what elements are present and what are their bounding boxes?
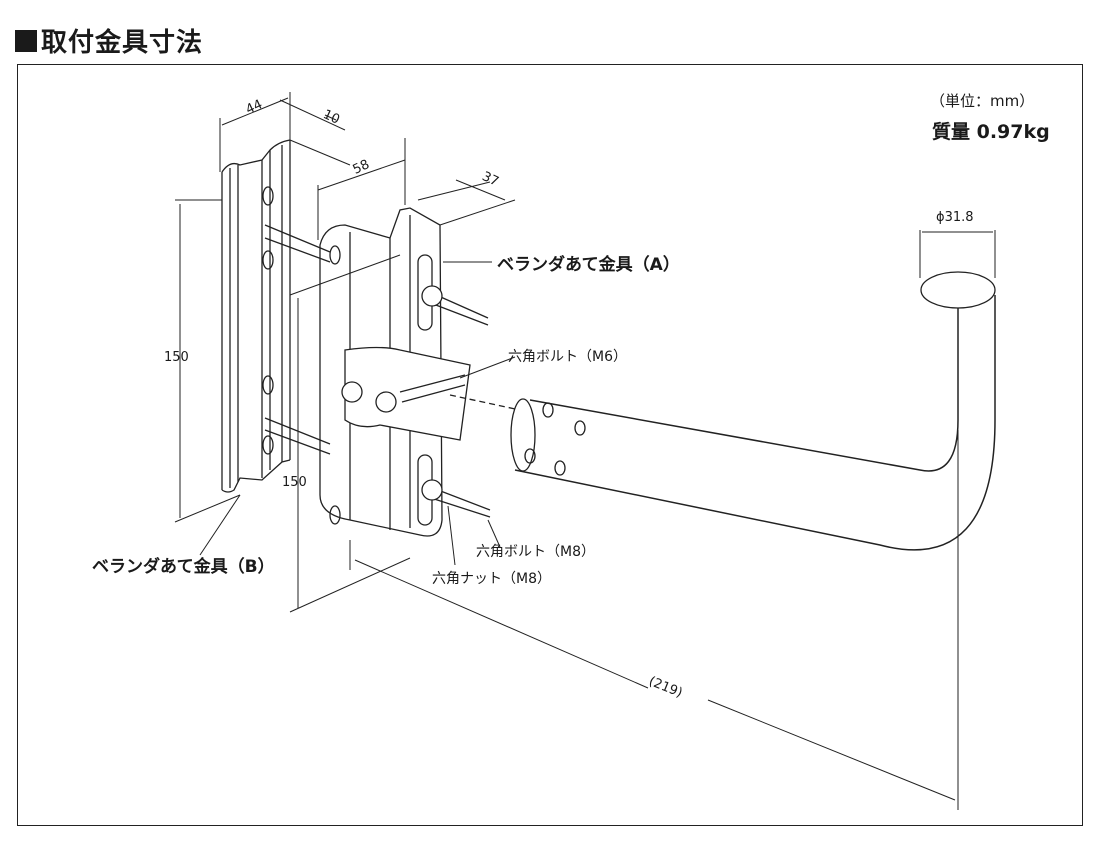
dim-height-a: 150 <box>282 475 307 490</box>
bracket-b <box>221 139 291 493</box>
dimension-lines <box>174 92 996 810</box>
leader-lines <box>199 261 516 566</box>
label-nut-m8: 六角ナット（M8） <box>432 571 551 587</box>
label-bolt-m6: 六角ボルト（M6） <box>508 349 627 365</box>
label-bolt-m8: 六角ボルト（M8） <box>476 544 595 560</box>
mass-label: 質量 0.97kg <box>932 121 1050 143</box>
label-bracket-a: ベランダあて金具（A） <box>497 255 680 275</box>
pipe-clamp <box>341 346 521 441</box>
mounting-pipe <box>510 271 996 551</box>
bolts <box>421 285 491 518</box>
section-title: 取付金具寸法 <box>15 22 203 59</box>
black-square-icon <box>15 29 37 52</box>
drawing-frame <box>17 64 1083 826</box>
label-bracket-b: ベランダあて金具（B） <box>92 557 275 577</box>
section-title-text: 取付金具寸法 <box>41 28 204 58</box>
dim-pipe-diameter: ϕ31.8 <box>936 210 974 225</box>
dim-height-b: 150 <box>164 350 189 365</box>
unit-note: （単位：mm） <box>930 92 1035 110</box>
